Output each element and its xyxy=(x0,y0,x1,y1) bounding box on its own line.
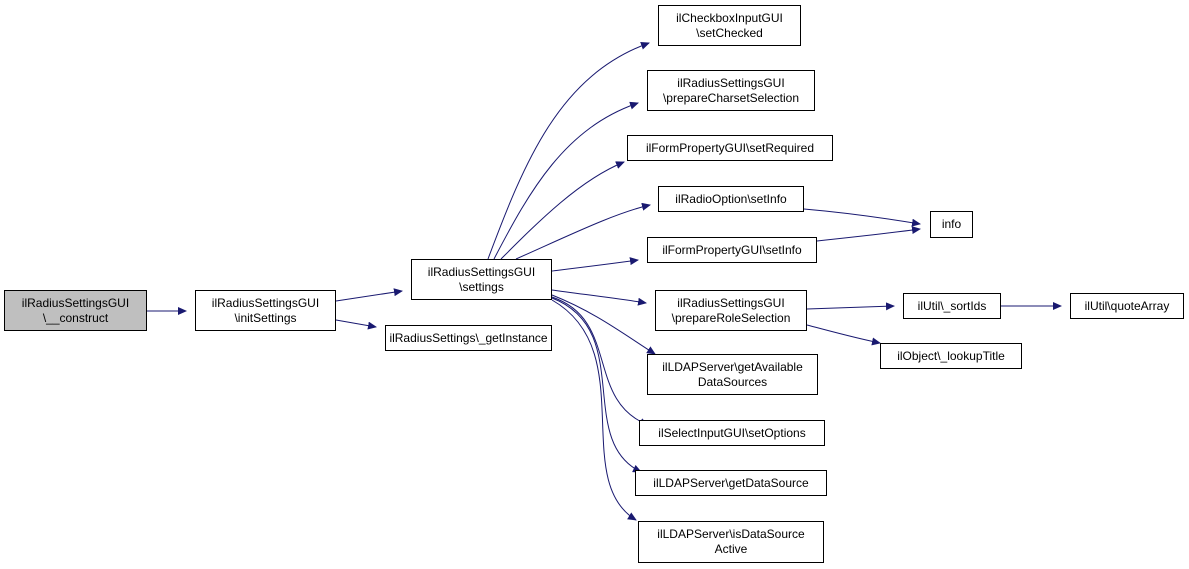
node-is-active[interactable]: ilLDAPServer\isDataSource Active xyxy=(638,521,824,563)
node-init-settings-line1: ilRadiusSettingsGUI xyxy=(211,295,320,310)
node-sort-ids-line1: ilUtil\_sortIds xyxy=(917,298,987,313)
node-info-line1: info xyxy=(941,217,962,231)
node-get-data-source[interactable]: ilLDAPServer\getDataSource xyxy=(635,470,827,496)
node-settings-line2: \settings xyxy=(459,279,504,294)
node-get-available-line2: DataSources xyxy=(697,374,768,389)
node-construct-line1: ilRadiusSettingsGUI xyxy=(21,295,130,310)
node-lookup-title-line1: ilObject\_lookupTitle xyxy=(897,348,1005,363)
node-is-active-line2: Active xyxy=(714,542,748,556)
edge-settings-to-is-active xyxy=(551,299,637,521)
node-get-available[interactable]: ilLDAPServer\getAvailable DataSources xyxy=(647,354,818,395)
node-init-settings[interactable]: ilRadiusSettingsGUI \initSettings xyxy=(195,290,336,331)
node-form-set-info[interactable]: ilFormPropertyGUI\setInfo xyxy=(647,237,817,263)
node-prepare-charset-line2: \prepareCharsetSelection xyxy=(662,90,800,105)
node-set-checked[interactable]: ilCheckboxInputGUI \setChecked xyxy=(658,5,801,46)
node-quote-array-line1: ilUtil\quoteArray xyxy=(1084,298,1170,313)
node-settings[interactable]: ilRadiusSettingsGUI \settings xyxy=(411,259,552,300)
node-construct: ilRadiusSettingsGUI \__construct xyxy=(4,290,147,331)
node-prepare-charset[interactable]: ilRadiusSettingsGUI \prepareCharsetSelec… xyxy=(647,70,815,111)
edge-settings-to-set-required xyxy=(500,161,625,260)
node-get-instance[interactable]: ilRadiusSettings\_getInstance xyxy=(385,325,552,351)
node-prepare-role-line1: ilRadiusSettingsGUI xyxy=(677,295,785,310)
node-radio-set-info-line1: ilRadioOption\setInfo xyxy=(675,191,787,206)
node-settings-line1: ilRadiusSettingsGUI xyxy=(427,264,536,279)
node-lookup-title[interactable]: ilObject\_lookupTitle xyxy=(880,343,1022,369)
edge-radio-set-info-to-info xyxy=(803,208,921,227)
edge-settings-to-set-checked xyxy=(487,41,650,260)
edge-settings-to-get-data-source xyxy=(551,297,642,473)
node-set-checked-line1: ilCheckboxInputGUI xyxy=(676,10,783,25)
node-sort-ids[interactable]: ilUtil\_sortIds xyxy=(903,293,1001,319)
node-construct-line2: \__construct xyxy=(42,310,109,325)
node-set-checked-line2: \setChecked xyxy=(696,25,763,40)
node-prepare-charset-line1: ilRadiusSettingsGUI xyxy=(677,75,785,90)
node-quote-array[interactable]: ilUtil\quoteArray xyxy=(1070,293,1184,319)
node-set-options-line1: ilSelectInputGUI\setOptions xyxy=(658,425,806,440)
node-get-data-source-line1: ilLDAPServer\getDataSource xyxy=(653,475,809,490)
node-prepare-role-line2: \prepareRoleSelection xyxy=(671,310,791,325)
edge-settings-to-prepare-charset xyxy=(493,101,639,260)
node-is-active-line1: ilLDAPServer\isDataSource xyxy=(657,527,805,541)
edge-form-set-info-to-info xyxy=(816,226,921,242)
edge-prepare-role-to-lookup-title xyxy=(806,324,881,346)
node-get-available-line1: ilLDAPServer\getAvailable xyxy=(662,359,803,374)
edge-settings-to-prepare-role xyxy=(551,289,647,306)
node-form-set-info-line1: ilFormPropertyGUI\setInfo xyxy=(662,242,802,257)
node-set-required-line1: ilFormPropertyGUI\setRequired xyxy=(645,140,815,155)
edge-settings-to-set-options xyxy=(551,296,649,426)
node-prepare-role[interactable]: ilRadiusSettingsGUI \prepareRoleSelectio… xyxy=(655,290,807,331)
edge-prepare-role-to-sort-ids xyxy=(806,302,895,311)
edge-init-settings-to-get-instance xyxy=(335,319,377,330)
edge-settings-to-form-set-info xyxy=(551,257,639,272)
node-get-instance-line1: ilRadiusSettings\_getInstance xyxy=(389,330,548,345)
node-set-options[interactable]: ilSelectInputGUI\setOptions xyxy=(639,420,825,446)
node-radio-set-info[interactable]: ilRadioOption\setInfo xyxy=(658,186,804,212)
edge-settings-to-radio-set-info xyxy=(515,202,651,260)
node-set-required[interactable]: ilFormPropertyGUI\setRequired xyxy=(627,135,833,161)
edge-init-settings-to-settings xyxy=(335,288,403,302)
node-init-settings-line2: \initSettings xyxy=(234,310,297,325)
node-info[interactable]: info xyxy=(930,211,973,238)
edge-settings-to-get-available xyxy=(551,294,656,355)
